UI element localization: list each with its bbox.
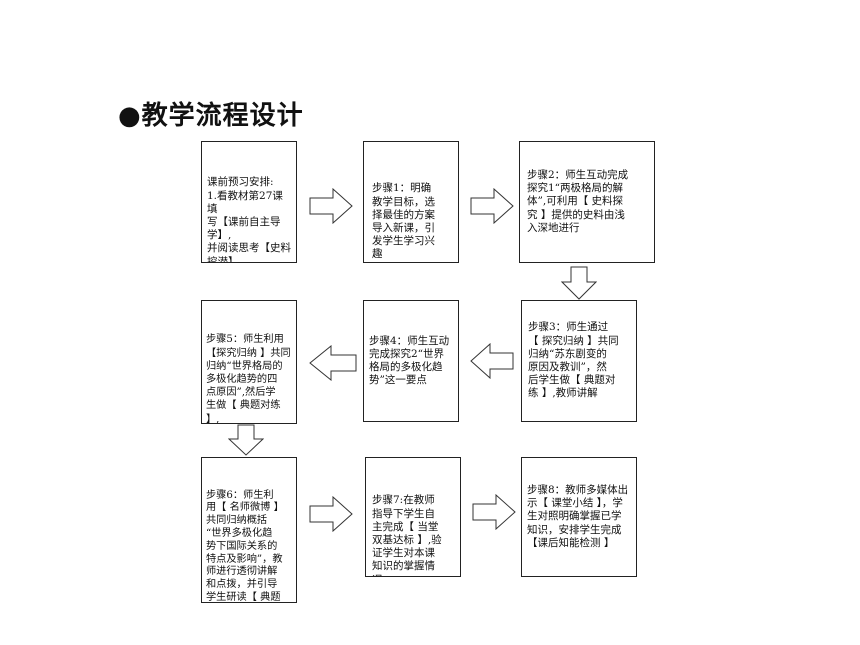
step5-text: 步骤5：师生利用 【探究归纳 】共同 归纳“世界格局的 多极化趋势的四 点原因”… <box>206 334 291 424</box>
preview-box: 课前预习安排: 1.看教材第27课填 写【课前自主导学】, 并阅读思考【史料 挖… <box>201 141 297 263</box>
step4-box: 步骤4：师生互动 完成探究2“世界 格局的多极化趋 势”这一要点 <box>363 300 459 422</box>
left-arrow-icon <box>309 345 357 381</box>
right-arrow-icon <box>472 494 516 530</box>
step2-text: 步骤2：师生互动完成 探究1“两极格局的解 体”,可利用【 史料探 究 】提供的… <box>527 168 629 234</box>
right-arrow-icon <box>470 188 514 224</box>
step3-text: 步骤3：师生通过 【 探究归纳 】共同 归纳“苏东剧变的 原因及教训”，然 后学… <box>528 321 619 400</box>
step2-box: 步骤2：师生互动完成 探究1“两极格局的解 体”,可利用【 史料探 究 】提供的… <box>519 141 655 263</box>
step7-box: 步骤7:在教师 指导下学生自 主完成【 当堂 双基达标 】,验 证学生对本课 知… <box>365 457 461 577</box>
step6-box: 步骤6：师生利 用【 名师微博 】 共同归纳概括 “世界多极化趋 势下国际关系的… <box>201 457 297 603</box>
step8-box: 步骤8：教师多媒体出 示【 课堂小结 】，学 生对照明确掌握已学 知识，安排学生… <box>521 457 637 577</box>
down-arrow-icon <box>561 266 597 300</box>
right-arrow-icon <box>309 188 353 224</box>
step4-text: 步骤4：师生互动 完成探究2“世界 格局的多极化趋 势”这一要点 <box>369 334 450 387</box>
preview-text: 课前预习安排: 1.看教材第27课填 写【课前自主导学】, 并阅读思考【史料 挖… <box>207 176 291 263</box>
page-title: ●教学流程设计 <box>118 101 304 131</box>
step3-box: 步骤3：师生通过 【 探究归纳 】共同 归纳“苏东剧变的 原因及教训”，然 后学… <box>521 300 637 422</box>
step1-box: 步骤1：明确 教学目标，选 择最佳的方案 导入新课，引 发学生学习兴 趣 <box>363 141 459 263</box>
down-arrow-icon <box>228 424 264 456</box>
step1-text: 步骤1：明确 教学目标，选 择最佳的方案 导入新课，引 发学生学习兴 趣 <box>372 182 435 261</box>
step6-text: 步骤6：师生利 用【 名师微博 】 共同归纳概括 “世界多极化趋 势下国际关系的… <box>206 489 284 603</box>
right-arrow-icon <box>309 496 353 532</box>
step5-box: 步骤5：师生利用 【探究归纳 】共同 归纳“世界格局的 多极化趋势的四 点原因”… <box>201 300 297 424</box>
left-arrow-icon <box>470 343 514 379</box>
step8-text: 步骤8：教师多媒体出 示【 课堂小结 】，学 生对照明确掌握已学 知识，安排学生… <box>527 483 629 549</box>
step7-text: 步骤7:在教师 指导下学生自 主完成【 当堂 双基达标 】,验 证学生对本课 知… <box>372 494 442 576</box>
